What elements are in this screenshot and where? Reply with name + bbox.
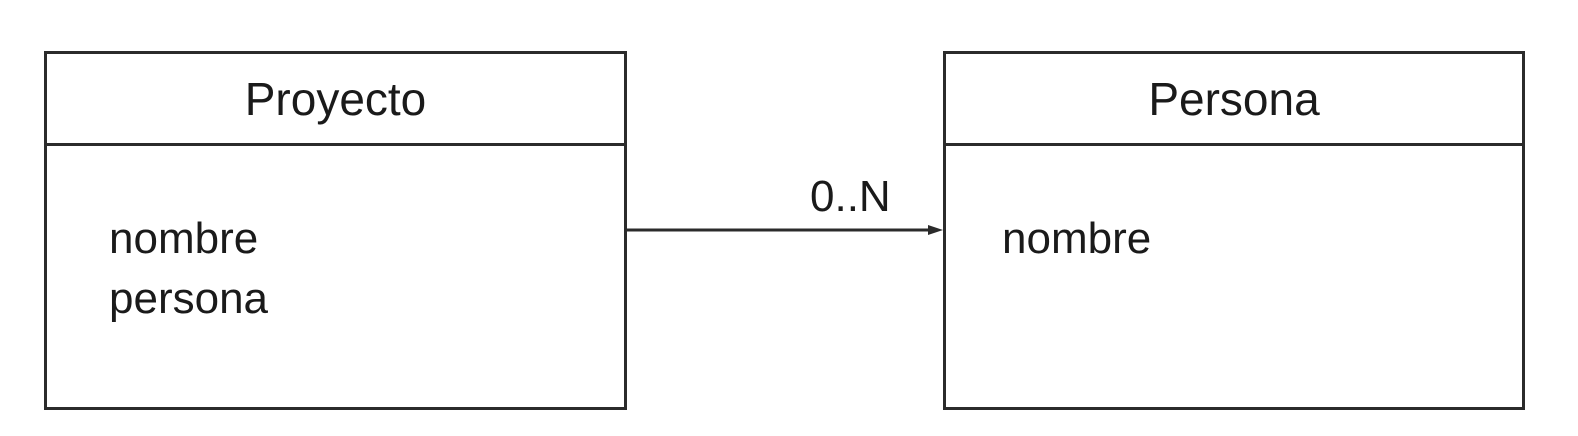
class-name-proyecto: Proyecto [47,54,624,146]
attribute-nombre: nombre [109,214,259,263]
class-box-proyecto[interactable]: Proyecto nombre persona [44,51,627,410]
association-multiplicity-label: 0..N [810,172,891,221]
attribute-list-proyecto: nombre persona [109,209,268,329]
class-name-persona: Persona [946,54,1522,146]
class-box-persona[interactable]: Persona nombre [943,51,1525,410]
class-attributes-section-persona: nombre [946,146,1522,407]
attribute-nombre: nombre [1002,214,1152,263]
arrowhead-icon [928,225,943,235]
attribute-persona: persona [109,274,269,323]
attribute-list-persona: nombre [1002,209,1151,269]
class-attributes-section-proyecto: nombre persona [47,146,624,407]
